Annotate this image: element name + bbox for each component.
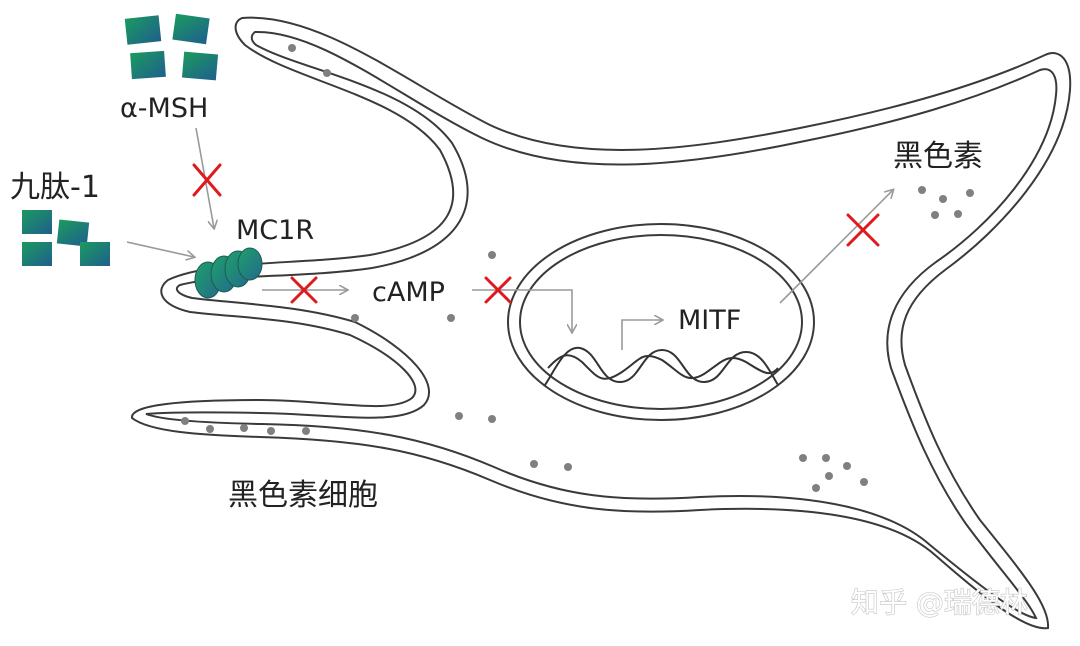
melanin-label: 黑色素 (893, 139, 983, 174)
peptide-block-icon (130, 50, 166, 80)
peptide-block-icon (80, 242, 110, 266)
alpha-msh-molecule (124, 13, 219, 81)
melanocyte-label: 黑色素细胞 (228, 478, 378, 513)
nucleus (507, 223, 815, 421)
cell-membrane-inner (145, 30, 1058, 620)
granule (488, 251, 496, 259)
granule (240, 424, 248, 432)
granule (954, 210, 962, 218)
arrow-icon (779, 190, 893, 304)
receptor-icon (194, 247, 263, 299)
granule (288, 44, 296, 52)
granule (812, 484, 820, 492)
nonapeptide-label: 九肽-1 (10, 170, 100, 205)
peptide-block-icon (22, 242, 52, 266)
dna-strand-2 (547, 354, 779, 380)
peptide-block-icon (22, 210, 52, 234)
peptide-block-icon (172, 13, 210, 45)
granule (843, 462, 851, 470)
granule (860, 478, 868, 486)
granule (822, 454, 830, 462)
arrow-icon (472, 289, 572, 332)
granule (564, 463, 572, 471)
dna-strand-1 (544, 346, 779, 386)
granule (323, 69, 331, 77)
granule (267, 427, 275, 435)
granule (206, 425, 214, 433)
mc1r-label: MC1R (236, 215, 314, 246)
granule (825, 472, 833, 480)
block-cross-icon (484, 276, 512, 304)
granule (931, 211, 939, 219)
alpha-msh-label: α-MSH (120, 93, 208, 124)
block-cross-icon (192, 163, 222, 197)
mitf-label: MITF (678, 305, 741, 336)
peptide-block-icon (56, 219, 90, 247)
block-crosses (192, 163, 880, 304)
nucleus-inner (519, 234, 803, 410)
granule (351, 314, 359, 322)
nucleus-outer (507, 223, 815, 421)
peptide-block-icon (181, 51, 219, 81)
camp-label: cAMP (372, 277, 445, 308)
granule (302, 427, 310, 435)
granule (966, 189, 974, 197)
arrow-icon (126, 241, 194, 257)
block-cross-icon (846, 213, 880, 247)
granule (488, 415, 496, 423)
granule (918, 186, 926, 194)
granule (181, 417, 189, 425)
melanin-granules (181, 44, 974, 492)
granule (530, 460, 538, 468)
granule (939, 195, 947, 203)
block-cross-icon (290, 276, 318, 304)
granule (447, 314, 455, 322)
granule (455, 412, 463, 420)
granule (799, 454, 807, 462)
watermark: 知乎 @瑞德林 (851, 586, 1028, 619)
arrow-icon (621, 320, 662, 350)
cell-membrane-outer (131, 16, 1072, 630)
nonapeptide-molecule (22, 210, 110, 266)
cell-membrane (131, 16, 1072, 630)
peptide-block-icon (124, 15, 162, 45)
